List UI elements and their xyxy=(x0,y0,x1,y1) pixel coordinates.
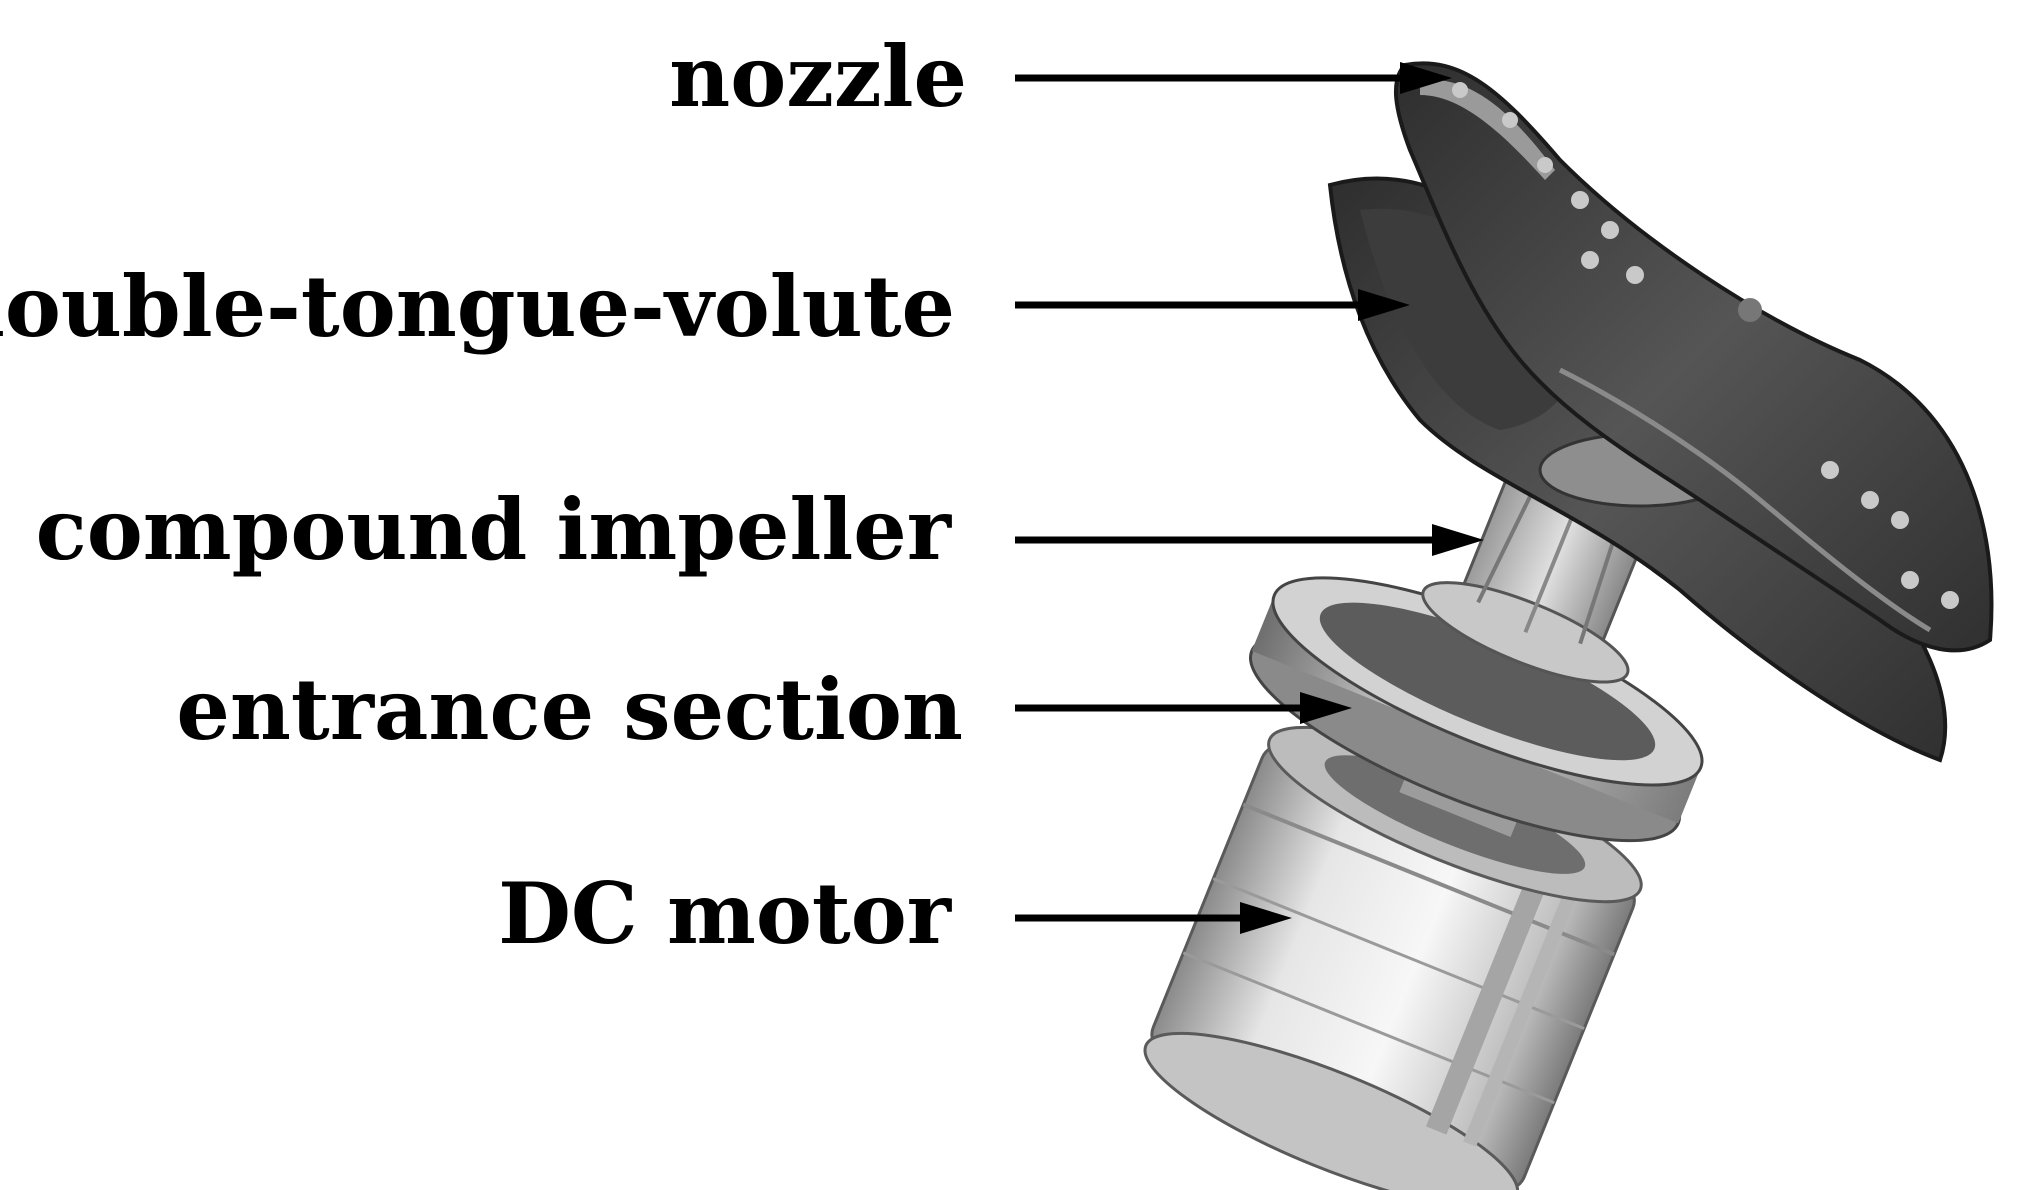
arrow-entrance xyxy=(1015,692,1352,724)
label-nozzle: nozzle xyxy=(669,27,967,126)
label-double-tongue-volute: double-tongue-volute xyxy=(0,257,955,356)
label-entrance-section: entrance section xyxy=(176,660,963,759)
arrow-motor xyxy=(1015,902,1292,934)
label-dc-motor: DC motor xyxy=(498,864,951,963)
nozzle-part xyxy=(1393,61,1994,653)
arrow-impeller xyxy=(1015,524,1484,556)
arrow-volute xyxy=(1015,289,1410,321)
arrow-nozzle xyxy=(1015,62,1452,94)
entrance-section-part xyxy=(1249,576,1704,843)
label-compound-impeller: compound impeller xyxy=(35,480,951,579)
